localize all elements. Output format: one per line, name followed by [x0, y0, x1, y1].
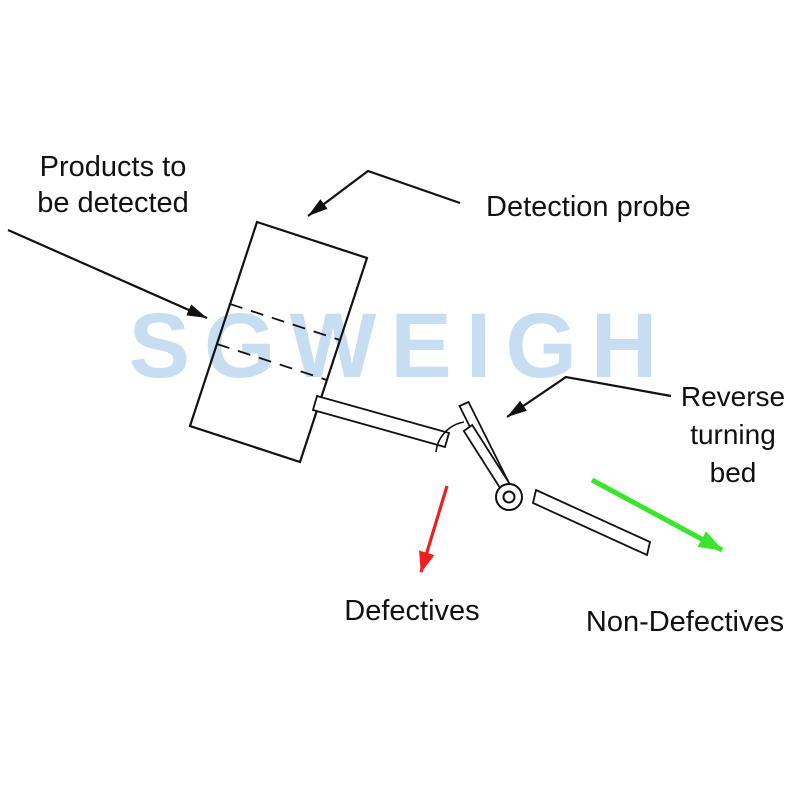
reverse-bed-pointer-arrow-icon: [506, 375, 672, 418]
flipper-angle-arc: [435, 421, 465, 453]
non-defectives-arrow-icon: [590, 477, 724, 553]
flipper-pivot-inner: [502, 490, 516, 504]
reverse-bed-label-line3: bed: [710, 457, 757, 488]
detection-probe-label: Detection probe: [486, 191, 691, 223]
defectives-label: Defectives: [344, 595, 479, 627]
detection-probe-body: [188, 220, 369, 464]
products-label-line2: be detected: [37, 187, 189, 219]
conveyor-belt-upper: [311, 394, 451, 449]
probe-dashed-line-lower: [216, 343, 328, 381]
reverse-bed-label-line1: Reverse: [681, 381, 785, 412]
products-pointer-arrow-icon: [7, 228, 208, 320]
probe-dashed-line-upper: [229, 303, 341, 341]
defectives-arrow-icon: [419, 485, 449, 573]
non-defectives-label: Non-Defectives: [586, 606, 784, 638]
detection-probe-pointer-arrow-icon: [307, 169, 461, 217]
reverse-bed-label-line2: turning: [690, 419, 776, 450]
products-label-line1: Products to: [40, 151, 187, 183]
conveyor-belt-lower: [531, 488, 652, 557]
